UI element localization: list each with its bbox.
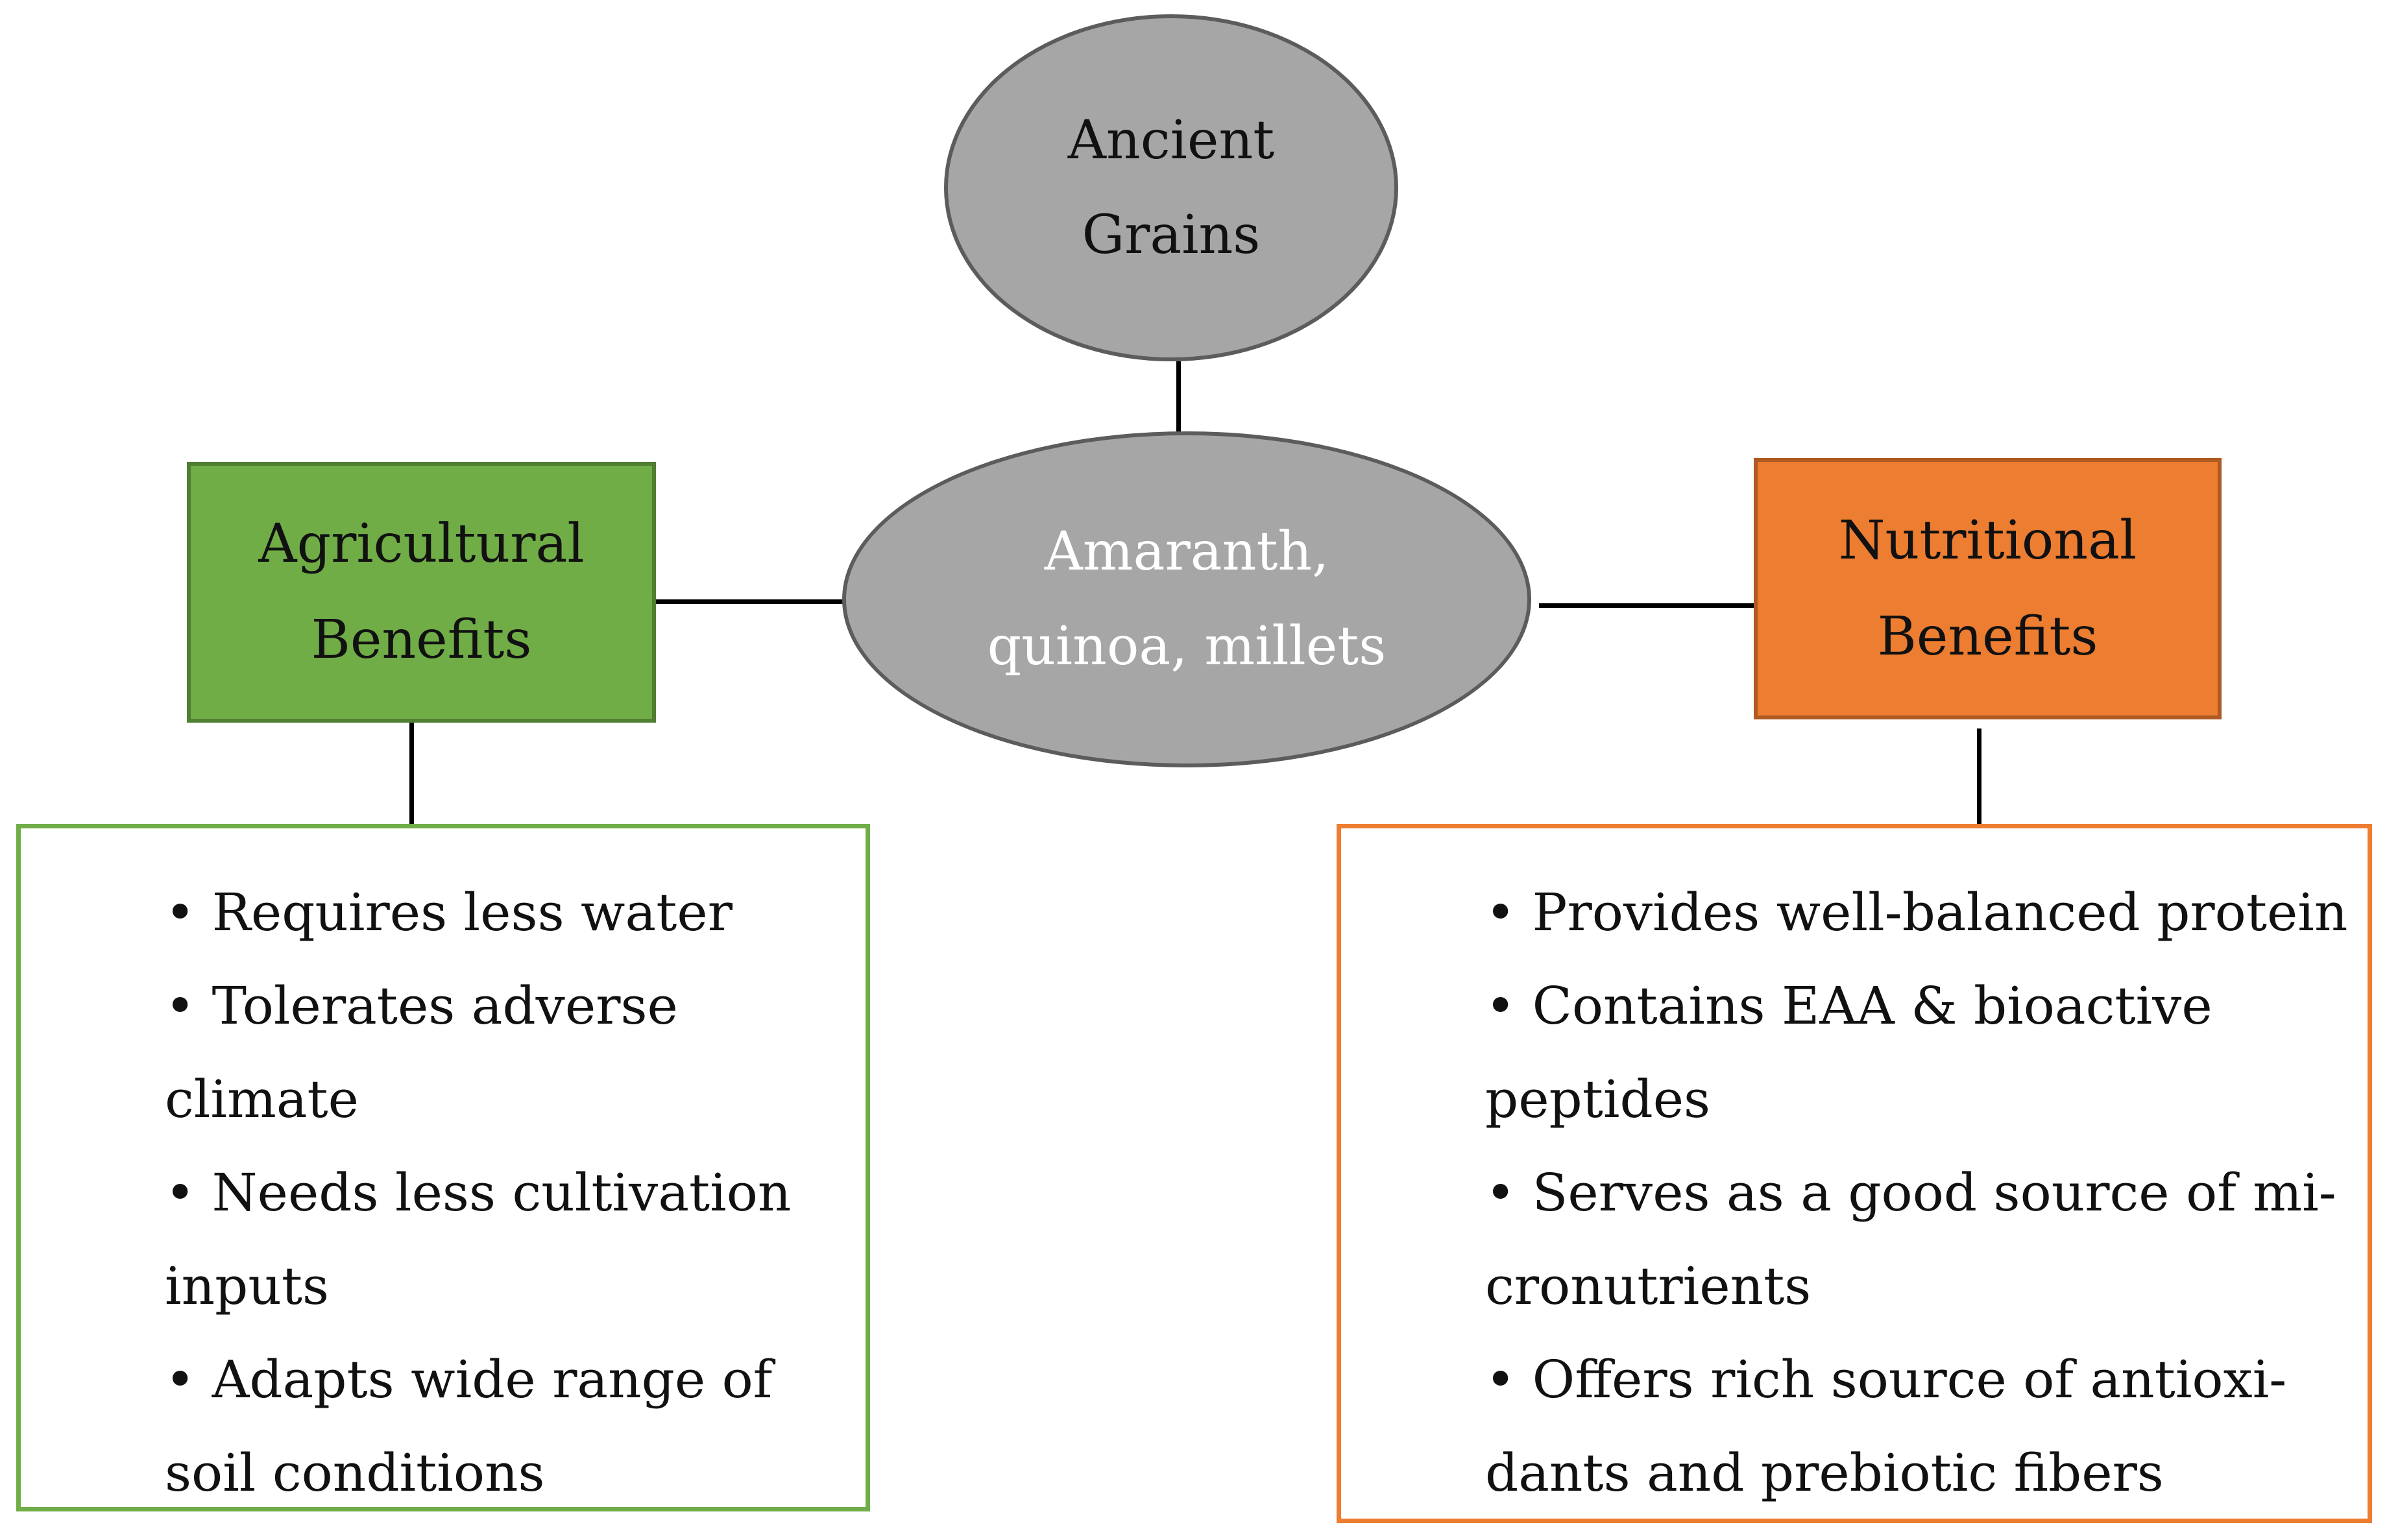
connector-nutri-list [1977, 728, 1981, 824]
list-item: • Serves as a good source of mi-cronutri… [1485, 1162, 2336, 1316]
list-item: • Offers rich source of antioxi-dants an… [1485, 1349, 2287, 1503]
list-item: • Provides well-balanced protein [1485, 882, 2348, 943]
nutritional-label-line1: Nutritional [1838, 509, 2137, 571]
ancient-grains-label-line1: Ancient [1067, 109, 1275, 171]
connector-agri-center [656, 599, 843, 604]
nutritional-benefits-list: • Provides well-balanced protein • Conta… [1485, 866, 2355, 1520]
connector-agri-list [409, 723, 414, 824]
ancient-grains-node: Ancient Grains [944, 14, 1398, 361]
grains-examples-label-line2: quinoa, millets [987, 616, 1387, 677]
agricultural-benefits-node: Agricultural Benefits [187, 462, 656, 723]
grains-examples-label-line1: Amaranth, [1044, 521, 1329, 583]
agricultural-benefits-list: • Requires less water • Tolerates advers… [165, 866, 840, 1520]
connector-center-nutri [1539, 603, 1754, 608]
nutritional-label-line2: Benefits [1877, 605, 2098, 668]
agricultural-label-line2: Benefits [311, 609, 532, 671]
grains-examples-node: Amaranth, quinoa, millets [842, 431, 1531, 767]
connector-top-center [1176, 361, 1181, 433]
nutritional-benefits-node: Nutritional Benefits [1754, 458, 2222, 719]
list-item: • Needs less cultivation inputs [165, 1162, 792, 1316]
list-item: • Tolerates adverse climate [165, 976, 678, 1129]
nutritional-benefits-list-box: • Provides well-balanced protein • Conta… [1337, 824, 2372, 1523]
agricultural-benefits-list-box: • Requires less water • Tolerates advers… [16, 824, 870, 1511]
list-item: • Adapts wide range of soil conditions [165, 1349, 773, 1503]
list-item: • Requires less water [165, 882, 733, 943]
agricultural-label-line1: Agricultural [258, 513, 585, 575]
list-item: • Contains EAA & bioactive peptides [1485, 976, 2212, 1129]
ancient-grains-label-line2: Grains [1082, 204, 1261, 266]
